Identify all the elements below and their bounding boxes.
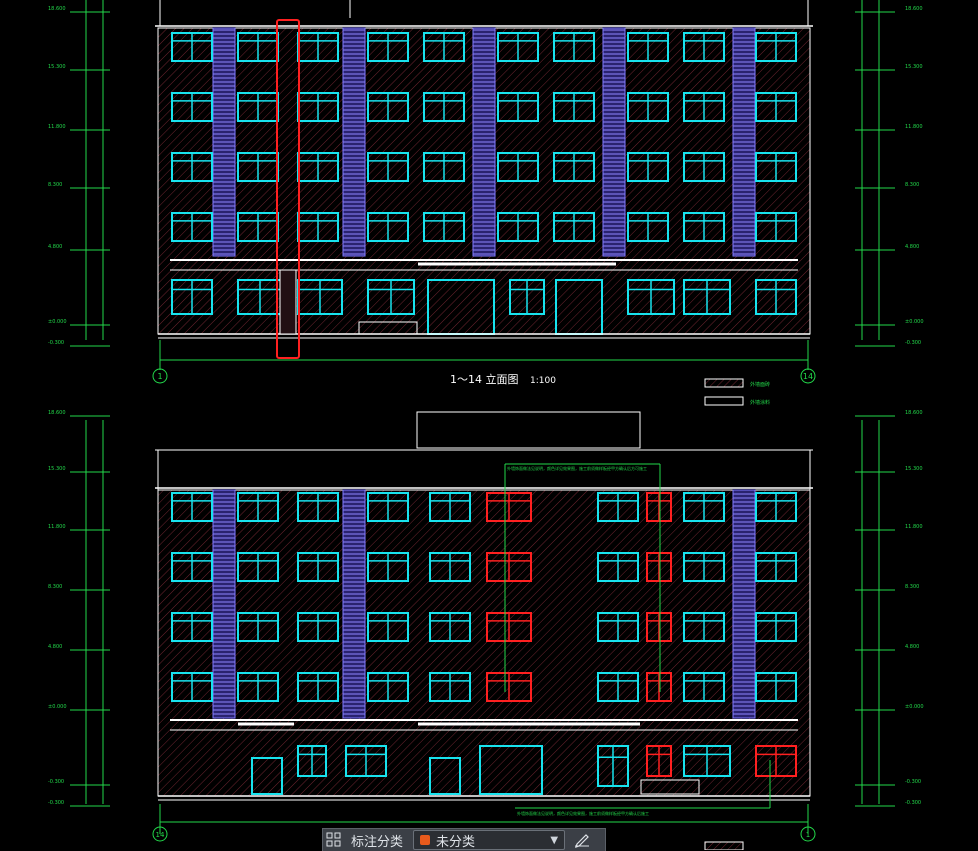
level-label: 11.800 bbox=[48, 124, 66, 130]
bottom-axis-left: 14 bbox=[156, 831, 165, 839]
level-label: 11.800 bbox=[905, 124, 923, 130]
annotation-category-label: 标注分类 bbox=[351, 834, 404, 850]
level-label: 15.300 bbox=[48, 64, 66, 70]
level-label: 18.600 bbox=[48, 410, 66, 416]
category-value: 未分类 bbox=[436, 834, 476, 850]
edit-icon[interactable] bbox=[571, 829, 593, 851]
level-label: 4.800 bbox=[905, 244, 919, 250]
bottom-note-bottom: 外墙饰面做法见说明，颜色详见效果图，施工前须做样板经甲方确认后施工 bbox=[517, 810, 649, 816]
level-label: 8.300 bbox=[48, 584, 62, 590]
legend-item-2: 外墙涂料 bbox=[750, 399, 770, 406]
top-elevation-title: 1～14 立面图 bbox=[450, 372, 519, 386]
level-label: 15.300 bbox=[905, 64, 923, 70]
level-label: 18.600 bbox=[905, 6, 923, 12]
chevron-down-icon: ▼ bbox=[550, 834, 559, 846]
level-label: 15.300 bbox=[905, 466, 923, 472]
level-label: -0.300 bbox=[48, 340, 64, 346]
side-door bbox=[429, 757, 461, 795]
side-door bbox=[251, 757, 283, 795]
level-label: 18.600 bbox=[905, 410, 923, 416]
category-color-swatch bbox=[420, 835, 431, 845]
selection-highlight bbox=[276, 19, 300, 359]
level-label: 15.300 bbox=[48, 466, 66, 472]
grid-icon[interactable] bbox=[323, 829, 345, 851]
level-label: ±0.000 bbox=[905, 704, 924, 710]
level-label: 4.800 bbox=[48, 244, 62, 250]
level-label: 11.800 bbox=[48, 524, 66, 530]
top-axis-right: 14 bbox=[803, 372, 813, 381]
level-label: -0.300 bbox=[48, 779, 64, 785]
dimension-strips: 18.600 18.600 15.300 15.300 11.800 11.800 8.30… bbox=[48, 0, 924, 807]
level-label: 4.800 bbox=[48, 644, 62, 650]
bottom-elevation: 外墙饰面做法见说明，颜色详见效果图，施工前须做样板经甲方确认后方可施工 外墙饰面… bbox=[152, 411, 816, 850]
top-elevation-scale: 1:100 bbox=[530, 376, 556, 386]
level-label: 18.600 bbox=[48, 6, 66, 12]
annotation-toolbar: 标注分类 未分类 ▼ bbox=[322, 828, 606, 851]
level-label: -0.300 bbox=[905, 779, 921, 785]
level-label: 8.300 bbox=[905, 584, 919, 590]
level-label: ±0.000 bbox=[905, 319, 924, 325]
level-label: -0.300 bbox=[905, 340, 921, 346]
level-label: ±0.000 bbox=[48, 704, 67, 710]
bottom-note-top: 外墙饰面做法见说明，颜色详见效果图，施工前须做样板经甲方确认后方可施工 bbox=[507, 465, 647, 471]
level-label: 11.800 bbox=[905, 524, 923, 530]
level-label: -0.300 bbox=[48, 800, 64, 806]
level-label: -0.300 bbox=[905, 800, 921, 806]
bottom-axis-right: 1 bbox=[806, 831, 810, 839]
top-elevation: 1 14 1～14 立面图 1:100 外墙面砖 外墙涂料 bbox=[152, 0, 816, 406]
legend-item-1: 外墙面砖 bbox=[750, 381, 770, 388]
level-label: ±0.000 bbox=[48, 319, 67, 325]
level-label: 8.300 bbox=[905, 182, 919, 188]
entrance-door bbox=[479, 745, 543, 795]
level-label: 4.800 bbox=[905, 644, 919, 650]
category-select[interactable]: 未分类 ▼ bbox=[413, 830, 566, 850]
level-label: 8.300 bbox=[48, 182, 62, 188]
top-axis-left: 1 bbox=[157, 372, 162, 381]
